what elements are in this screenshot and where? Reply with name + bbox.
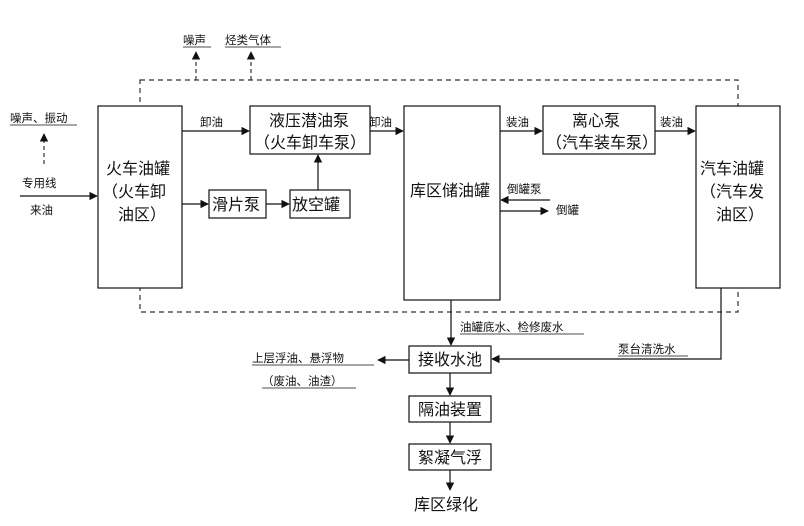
truck-oil-tank-box (695, 105, 781, 289)
load-label-2: 装油 (660, 115, 683, 129)
tank-bottom-water-label: 油罐底水、检修废水 (460, 320, 564, 334)
load-label-1: 装油 (506, 115, 529, 129)
truck-tank-line-2: （汽车发 (700, 182, 764, 201)
truck-tank-line-3: 油区） (716, 205, 764, 224)
transfer-pump-label: 倒罐泵 (507, 182, 542, 196)
vent-tank-label: 放空罐 (292, 195, 340, 214)
hydraulic-pump-line-2: （火车卸车泵） (254, 133, 366, 152)
floating-oil-label: 上层浮油、悬浮物 (252, 351, 344, 365)
greening-label: 库区绿化 (414, 495, 478, 514)
storage-tank-label: 库区储油罐 (410, 181, 490, 200)
unload-label-2: 卸油 (369, 115, 392, 129)
unload-label-1: 卸油 (200, 115, 223, 129)
centrifugal-pump-line-2: （汽车装车泵） (546, 133, 658, 152)
train-tank-line-2: （火车卸 (102, 182, 166, 201)
train-tank-line-1: 火车油罐 (106, 159, 170, 178)
noise-vibration-label: 噪声、振动 (10, 111, 68, 125)
special-line-label: 专用线 (22, 176, 57, 190)
incoming-oil-label: 来油 (30, 203, 53, 217)
hydrocarbon-gas-label: 烃类气体 (225, 33, 271, 47)
oil-separator-label: 隔油装置 (418, 400, 482, 419)
hydraulic-pump-line-1: 液压潜油泵 (269, 111, 349, 130)
train-tank-line-3: 油区） (118, 205, 166, 224)
train-oil-tank-box (97, 105, 183, 289)
collection-pool-label: 接收水池 (418, 350, 482, 369)
transfer-label: 倒罐 (556, 203, 579, 217)
noise-label: 噪声 (183, 33, 206, 47)
slide-pump-box (208, 189, 267, 219)
platform-wash-line (491, 288, 722, 364)
slide-pump-label: 滑片泵 (212, 195, 260, 214)
centrifugal-pump-box (542, 105, 656, 155)
oil-separator-box (408, 395, 492, 423)
flocculation-label: 絮凝气浮 (418, 448, 482, 467)
storage-tank-box (403, 105, 501, 301)
waste-oil-label: （废油、油渣） (262, 374, 343, 388)
vent-tank-box (289, 189, 351, 219)
truck-tank-line-1: 汽车油罐 (700, 159, 764, 178)
centrifugal-pump-line-1: 离心泵 (572, 111, 620, 130)
platform-wash-label: 泵台清洗水 (618, 342, 676, 356)
hydraulic-pump-box (249, 105, 371, 155)
